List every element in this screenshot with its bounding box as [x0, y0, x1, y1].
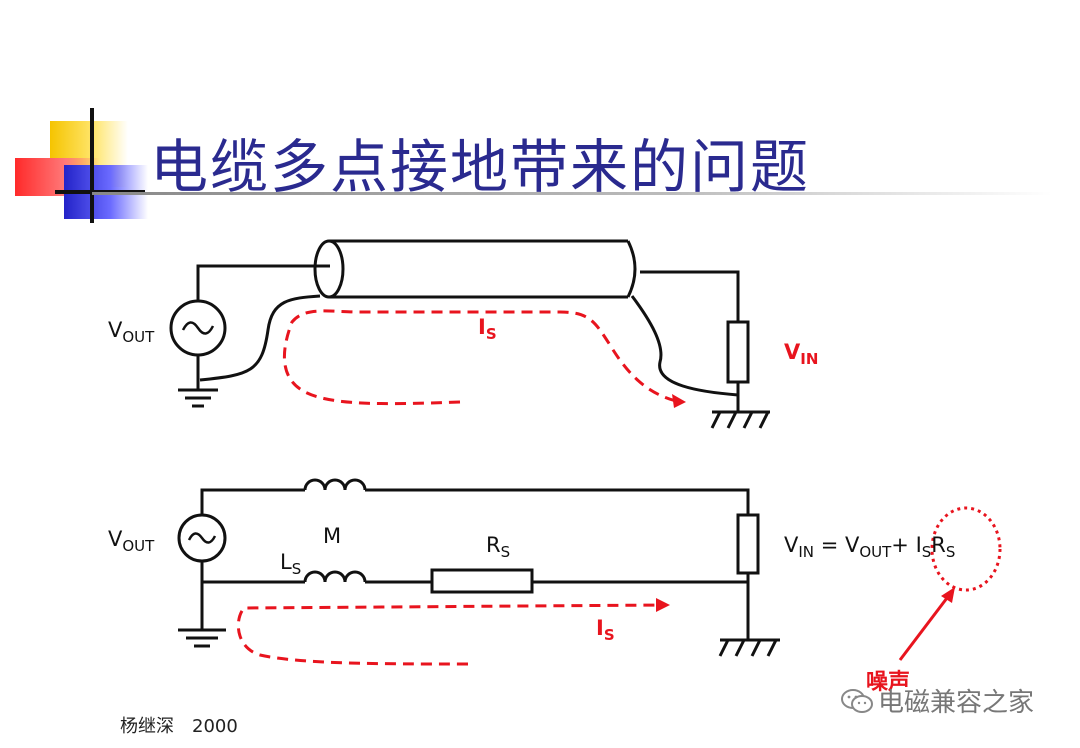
- noise-highlight-circle: [930, 506, 1002, 592]
- ls-label: LS: [280, 550, 302, 578]
- coax-cable: [313, 239, 637, 299]
- mutual-inductor: [303, 478, 367, 491]
- shield-inductor: [303, 570, 367, 583]
- top-source-wave: [181, 321, 215, 335]
- top-vout-label: VOUT: [108, 318, 155, 346]
- bottom-top-wire: [200, 488, 305, 515]
- bottom-is-arrow: [656, 598, 670, 612]
- vin-equation: VIN = VOUT+ ISRS: [784, 533, 956, 561]
- rs-label: RS: [486, 533, 511, 561]
- bottom-ground-left: [178, 628, 226, 648]
- author-footer: 杨继深 2000: [120, 716, 238, 737]
- top-shield-ground-right: [630, 295, 739, 397]
- shield-resistor: [430, 568, 534, 594]
- top-is-label: IS: [478, 315, 497, 343]
- top-signal-return: [640, 270, 740, 322]
- wechat-icon: [841, 688, 873, 713]
- top-ground-right: [710, 410, 770, 429]
- watermark: 电磁兼容之家: [840, 682, 1034, 719]
- bottom-is-label: IS: [596, 616, 615, 644]
- top-is-arrow: [672, 394, 686, 408]
- noise-label: 噪声: [866, 670, 911, 695]
- page-title: 电缆多点接地带来的问题: [150, 133, 811, 201]
- top-vin-label: VIN: [784, 340, 819, 368]
- bottom-source-wave: [187, 532, 217, 544]
- noise-pointer-line: [898, 593, 952, 661]
- top-signal-wire: [196, 264, 330, 301]
- watermark-text: 电磁兼容之家: [878, 688, 1035, 718]
- bottom-ground-right: [718, 638, 780, 657]
- bottom-vout-label: VOUT: [108, 527, 155, 555]
- noise-pointer-arrowhead: [941, 587, 955, 603]
- top-ground-left: [178, 388, 218, 408]
- title-underline: [92, 192, 1052, 195]
- top-shield-ground-left: [199, 294, 321, 382]
- top-load-resistor: [726, 320, 750, 384]
- title-deco-vline: [90, 108, 94, 223]
- top-is-path: [282, 309, 681, 406]
- bottom-load-resistor: [736, 513, 760, 575]
- m-label: M: [323, 524, 342, 548]
- bottom-top-wire-right: [365, 488, 750, 515]
